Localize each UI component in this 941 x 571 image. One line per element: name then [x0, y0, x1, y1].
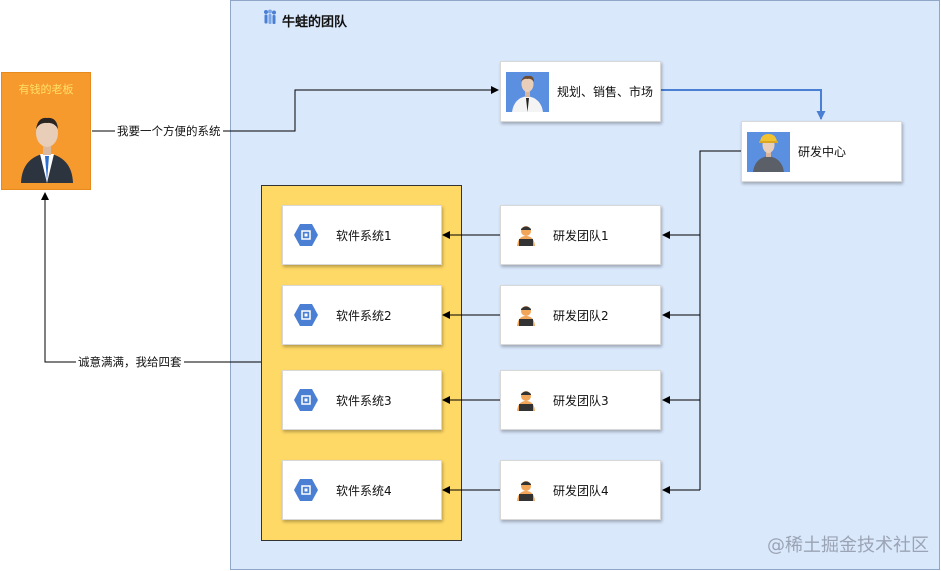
software-system-1-label: 软件系统1	[336, 228, 392, 243]
developer-icon	[515, 224, 537, 246]
compute-engine-icon	[294, 479, 318, 501]
rd-team-4-label: 研发团队4	[553, 483, 609, 498]
compute-engine-icon	[294, 389, 318, 411]
rd-team-2-label: 研发团队2	[553, 308, 609, 323]
rd-team-2-node: 研发团队2	[500, 285, 661, 345]
developer-icon	[515, 389, 537, 411]
edge-rd-center-to-teams	[699, 150, 741, 490]
edge-label-request: 我要一个方便的系统	[115, 124, 223, 138]
boss-node: 有钱的老板	[1, 72, 91, 190]
edge-planning-to-rd-center	[661, 89, 826, 120]
software-system-3-label: 软件系统3	[336, 393, 392, 408]
software-system-4-node: 软件系统4	[282, 460, 442, 520]
worker-hardhat-icon	[747, 131, 790, 172]
rd-team-1-label: 研发团队1	[553, 228, 609, 243]
developer-icon	[515, 479, 537, 501]
rd-team-3-node: 研发团队3	[500, 370, 661, 430]
software-system-3-node: 软件系统3	[282, 370, 442, 430]
edge-systems-to-boss	[41, 192, 261, 363]
watermark: @稀土掘金技术社区	[767, 535, 929, 556]
compute-engine-icon	[294, 304, 318, 326]
planning-sales-market-node: 规划、销售、市场	[500, 61, 661, 122]
planning-label: 规划、销售、市场	[557, 85, 654, 99]
rd-team-3-label: 研发团队3	[553, 393, 609, 408]
businessman-icon	[18, 111, 76, 187]
software-system-2-label: 软件系统2	[336, 308, 392, 323]
boss-label: 有钱的老板	[18, 83, 74, 96]
software-system-1-node: 软件系统1	[282, 205, 442, 265]
team-title: 牛蛙的团队	[262, 9, 347, 31]
software-system-4-label: 软件系统4	[336, 483, 392, 498]
edge-label-deliver: 诚意满满，我给四套	[76, 355, 184, 369]
software-system-2-node: 软件系统2	[282, 285, 442, 345]
rd-center-label: 研发中心	[798, 145, 847, 159]
rd-team-1-node: 研发团队1	[500, 205, 661, 265]
team-title-text: 牛蛙的团队	[282, 14, 348, 30]
rd-center-node: 研发中心	[741, 121, 902, 182]
business-person-icon	[506, 71, 549, 112]
rd-team-4-node: 研发团队4	[500, 460, 661, 520]
developer-icon	[515, 304, 537, 326]
team-people-icon	[262, 9, 278, 31]
compute-engine-icon	[294, 224, 318, 246]
